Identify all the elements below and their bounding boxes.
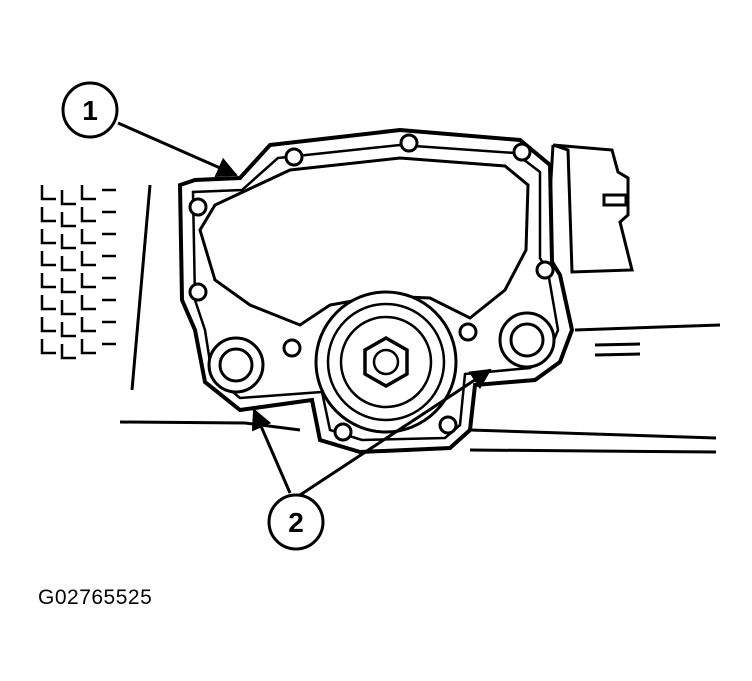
valve-body-ribs	[40, 185, 116, 360]
callout-2-label: 2	[288, 507, 304, 538]
callout-1: 1	[61, 81, 119, 139]
mounting-bolt-right	[498, 311, 556, 369]
figure-id: G02765525	[38, 586, 153, 609]
callout-1-label: 1	[82, 95, 98, 126]
leader-lines	[117, 121, 492, 497]
bolt-holes	[188, 133, 555, 442]
electrical-connector	[544, 143, 634, 274]
manual-shaft-hub	[314, 290, 458, 434]
case-background-lines	[119, 184, 721, 454]
callout-2: 2	[267, 493, 325, 551]
mounting-bolt-left	[207, 336, 265, 394]
